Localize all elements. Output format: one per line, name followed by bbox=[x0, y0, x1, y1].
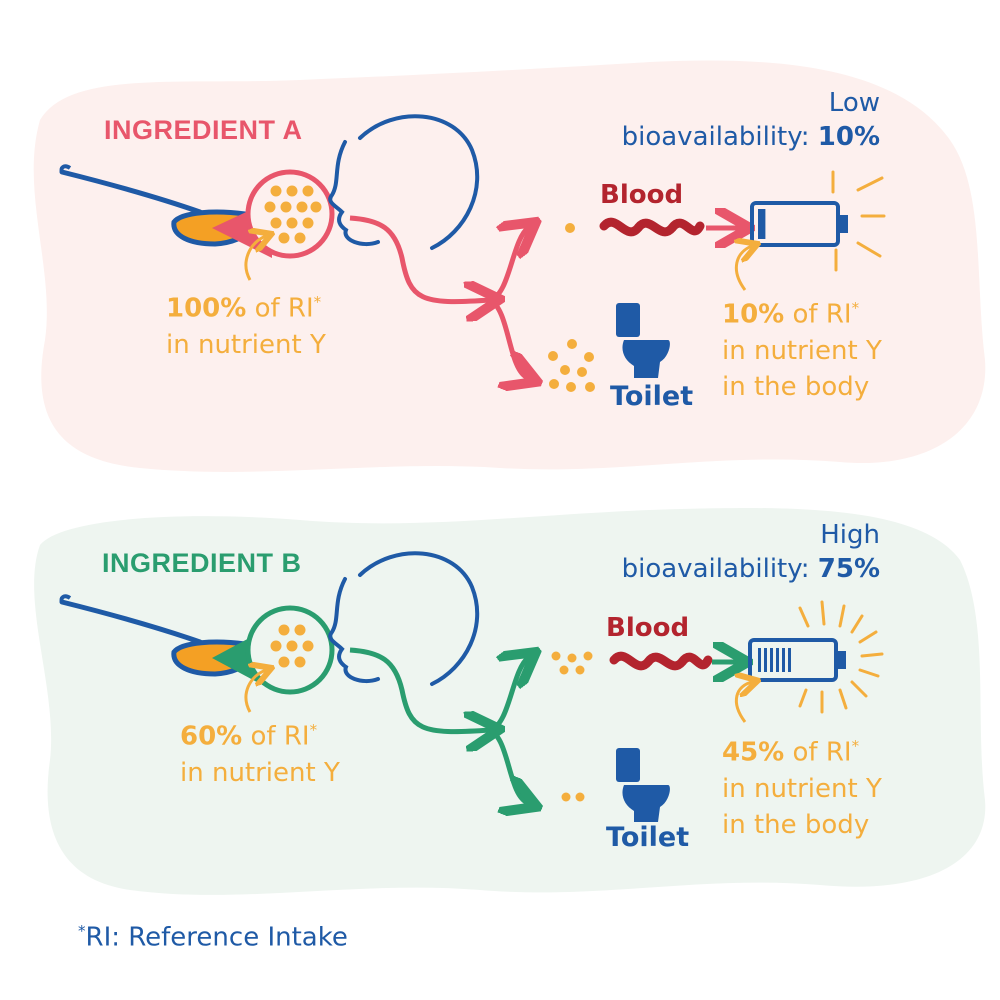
head-a-icon bbox=[328, 114, 480, 250]
battery-rays-b bbox=[798, 600, 884, 714]
body-a-line3: in the body bbox=[722, 371, 870, 402]
battery-b-fill-bar bbox=[776, 648, 779, 672]
intake-a-line2: in nutrient Y bbox=[166, 329, 326, 360]
battery-b-fill-bar bbox=[788, 648, 791, 672]
toilet-a-icon bbox=[616, 303, 670, 378]
excreted-dots-a bbox=[548, 339, 595, 392]
intake-a-line1: 100% of RI* bbox=[166, 293, 322, 324]
bioavailability-b-line2: bioavailability: 75% bbox=[621, 554, 880, 584]
toilet-b-icon bbox=[616, 748, 670, 822]
head-b-icon bbox=[328, 551, 480, 686]
intake-a-value: 100% bbox=[166, 293, 247, 324]
toilet-a-label: Toilet bbox=[610, 381, 694, 412]
digestive-path-a bbox=[349, 215, 490, 302]
battery-a-fill bbox=[758, 209, 766, 239]
absorbed-branch-a bbox=[488, 228, 528, 303]
body-a-line2: in nutrient Y bbox=[722, 335, 882, 366]
digestive-path-b bbox=[349, 647, 490, 732]
blood-b-label: Blood bbox=[606, 613, 690, 643]
absorbed-dot-a bbox=[565, 223, 575, 233]
battery-b-fill-bar bbox=[758, 648, 761, 672]
battery-b-fill-bar bbox=[764, 648, 767, 672]
battery-a-icon bbox=[750, 201, 848, 247]
body-a-value: 10% bbox=[722, 299, 785, 330]
intake-pointer-b bbox=[244, 670, 266, 713]
bioavailability-a-label: Low bioavailability: 10% bbox=[622, 86, 880, 154]
body-b-line1: 45% of RI* bbox=[722, 737, 860, 768]
body-b-label: 45% of RI* in nutrient Y in the body bbox=[722, 728, 882, 843]
intake-b-line2: in nutrient Y bbox=[180, 757, 340, 788]
toilet-b-label: Toilet bbox=[606, 822, 690, 853]
bioavailability-a-value: 10% bbox=[817, 122, 880, 152]
body-b-line2: in nutrient Y bbox=[722, 773, 882, 804]
bioavailability-b-line1: High bbox=[820, 520, 880, 550]
blood-a-label: Blood bbox=[600, 180, 684, 210]
intake-a-label: 100% of RI* in nutrient Y bbox=[166, 284, 326, 363]
footnote-text: RI: Reference Intake bbox=[85, 922, 348, 953]
blood-squiggle-a bbox=[599, 217, 705, 237]
excreted-branch-a bbox=[488, 297, 528, 378]
bioavailability-b-label: High bioavailability: 75% bbox=[622, 518, 880, 586]
body-a-label: 10% of RI* in nutrient Y in the body bbox=[722, 290, 882, 405]
battery-rays-a bbox=[831, 170, 886, 272]
body-pointer-a bbox=[736, 246, 752, 291]
excreted-dots-b bbox=[561, 792, 585, 802]
absorbed-branch-b bbox=[488, 658, 528, 733]
magnifier-a bbox=[245, 169, 335, 259]
body-b-value: 45% bbox=[722, 737, 785, 768]
footnote: *RI: Reference Intake bbox=[78, 922, 348, 953]
battery-b-fill-bar bbox=[770, 648, 773, 672]
nutrient-dots-b bbox=[270, 624, 314, 668]
body-b-line3: in the body bbox=[722, 809, 870, 840]
nutrient-dots-a bbox=[264, 185, 322, 244]
battery-b-icon bbox=[748, 638, 846, 682]
body-pointer-b bbox=[736, 682, 752, 723]
absorbed-dots-b bbox=[551, 651, 593, 675]
body-a-line1: 10% of RI* bbox=[722, 299, 860, 330]
ingredient-b-title: INGREDIENT B bbox=[102, 548, 302, 578]
bioavailability-a-line2: bioavailability: 10% bbox=[621, 122, 880, 152]
ingredient-a-title: INGREDIENT A bbox=[104, 115, 303, 145]
battery-b-fill-bar bbox=[782, 648, 785, 672]
bioavailability-a-line1: Low bbox=[828, 88, 880, 118]
excreted-branch-b bbox=[488, 727, 528, 803]
intake-b-line1: 60% of RI* bbox=[180, 721, 318, 752]
blood-squiggle-b bbox=[609, 651, 713, 671]
bioavailability-b-value: 75% bbox=[817, 554, 880, 584]
intake-b-label: 60% of RI* in nutrient Y bbox=[180, 712, 340, 791]
intake-pointer-a bbox=[244, 236, 266, 281]
intake-b-value: 60% bbox=[180, 721, 243, 752]
